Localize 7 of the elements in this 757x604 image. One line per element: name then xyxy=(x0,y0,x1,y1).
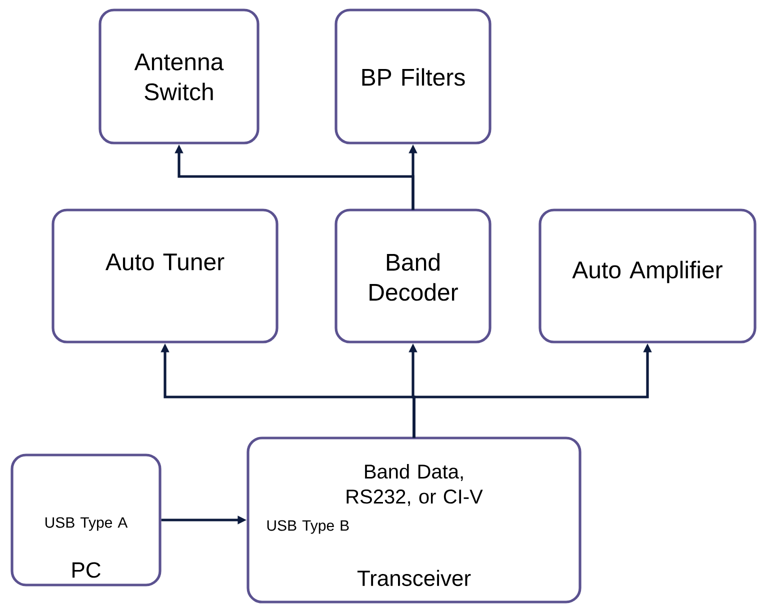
block-box: Antenna Switch xyxy=(98,8,260,144)
block-box: Auto Tuner xyxy=(52,208,278,344)
block-box: Band Decoder xyxy=(334,208,492,344)
block-box: BP Filters xyxy=(334,8,492,144)
block-box: Auto Amplifier xyxy=(538,208,756,344)
block-box: USB Type A PC xyxy=(10,454,162,586)
block-box: Band Data, RS232, or CI-V USB Type B Transceiver xyxy=(246,436,582,604)
